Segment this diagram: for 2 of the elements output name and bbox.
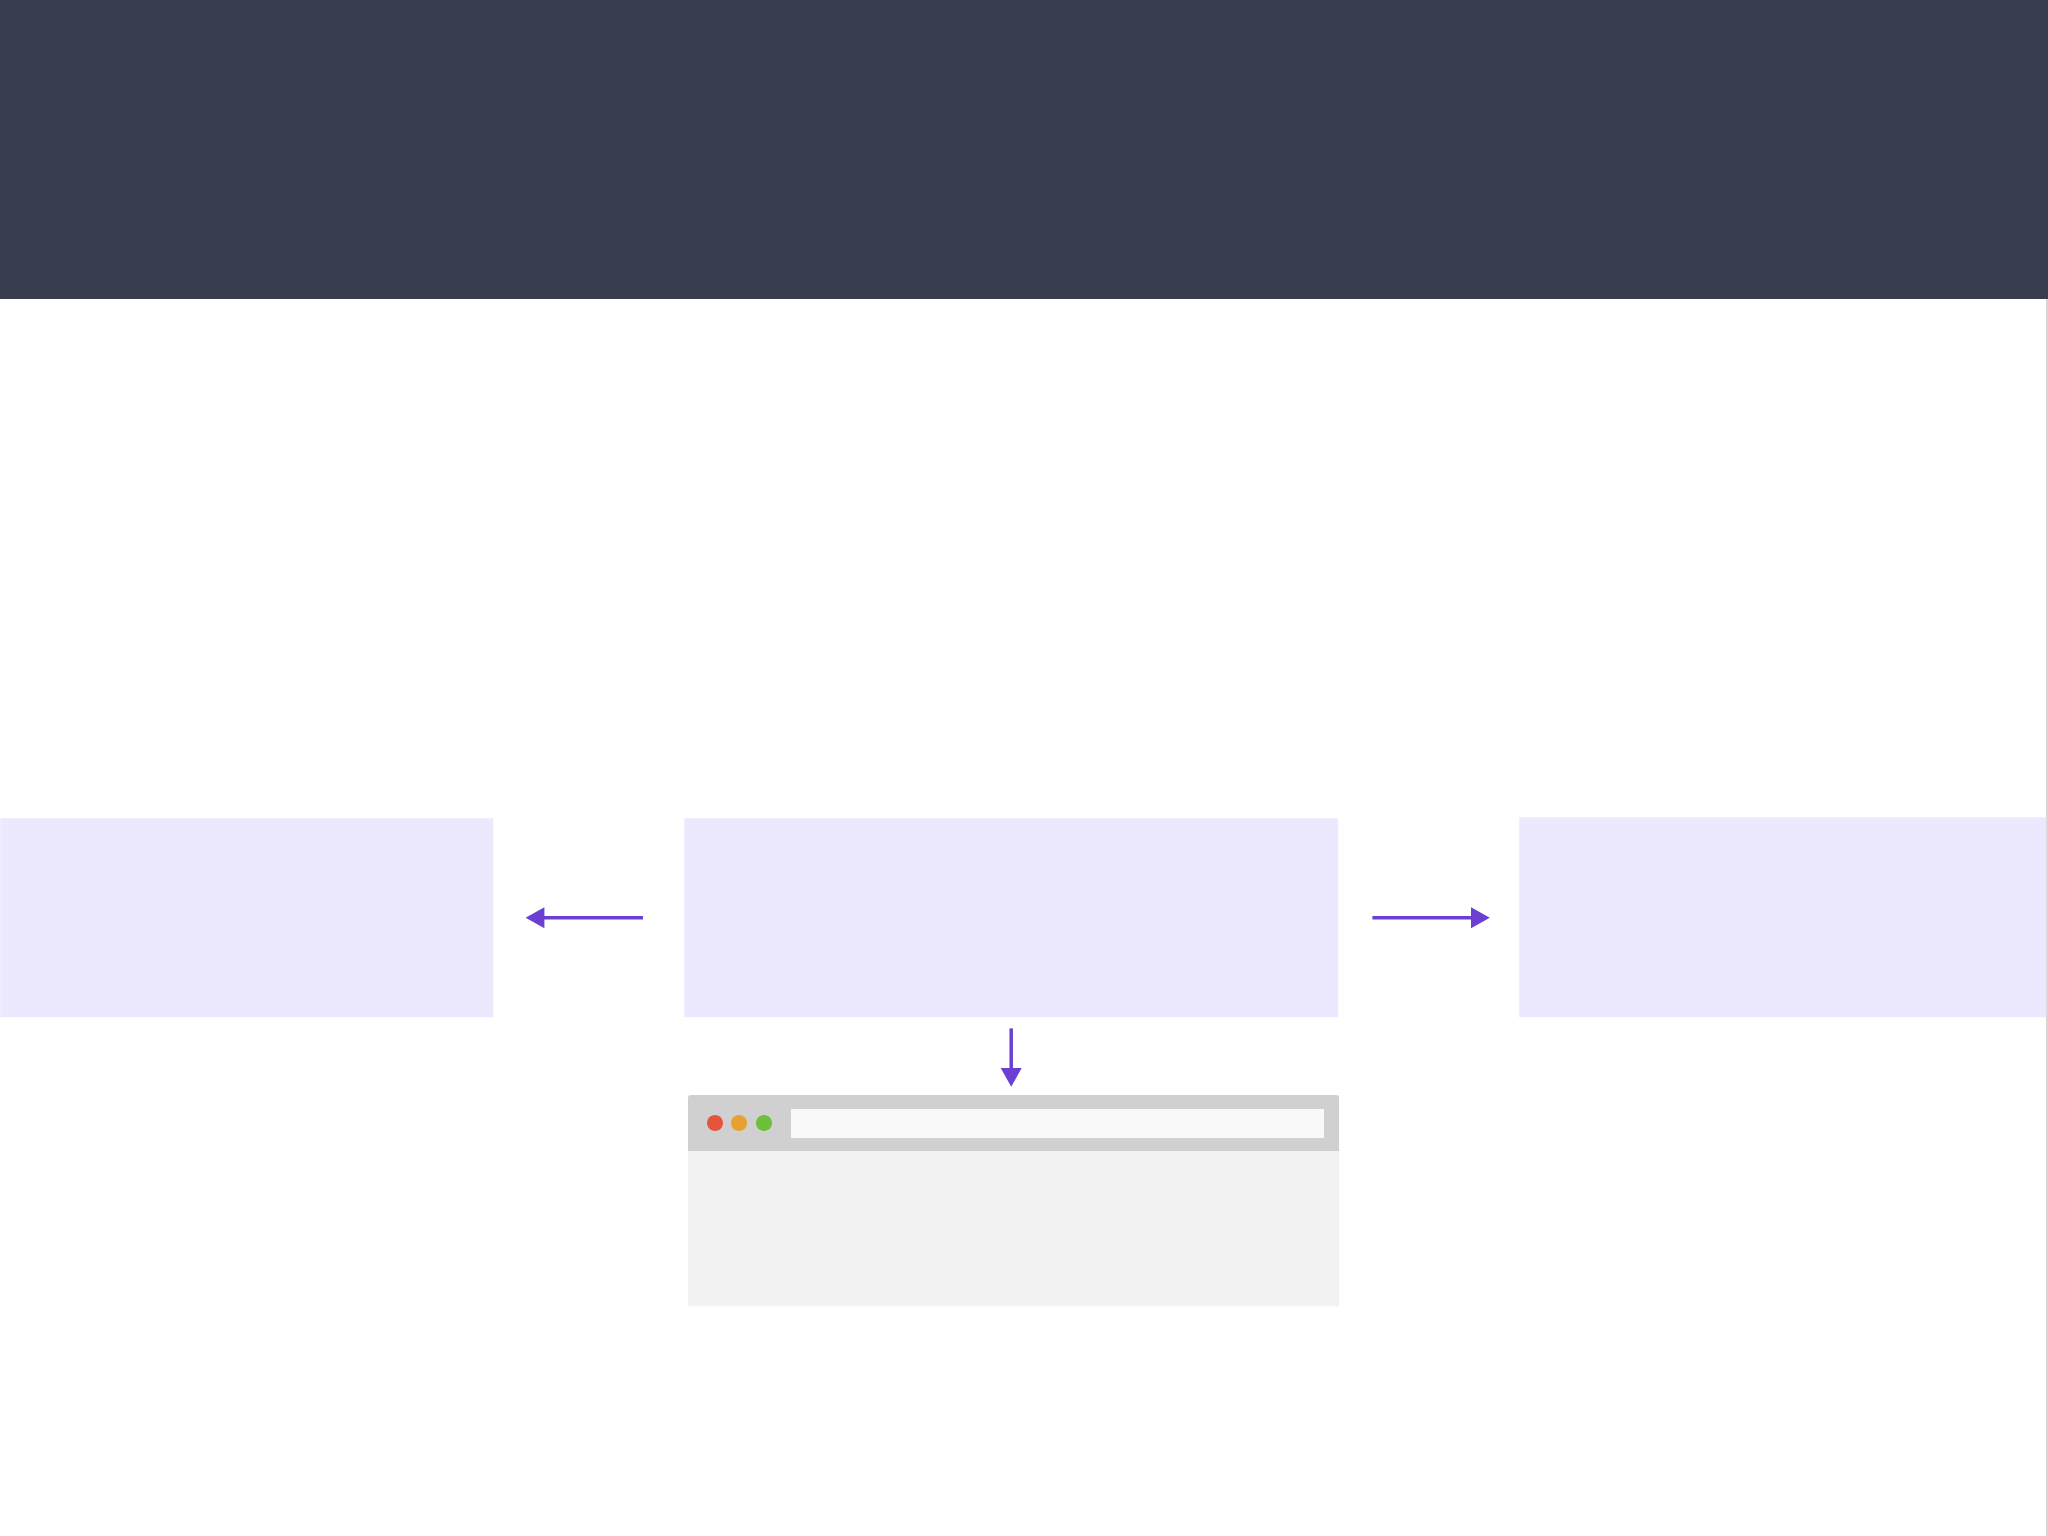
browser-window-drawing	[688, 1095, 1340, 1307]
empty-box	[1519, 817, 2047, 1018]
